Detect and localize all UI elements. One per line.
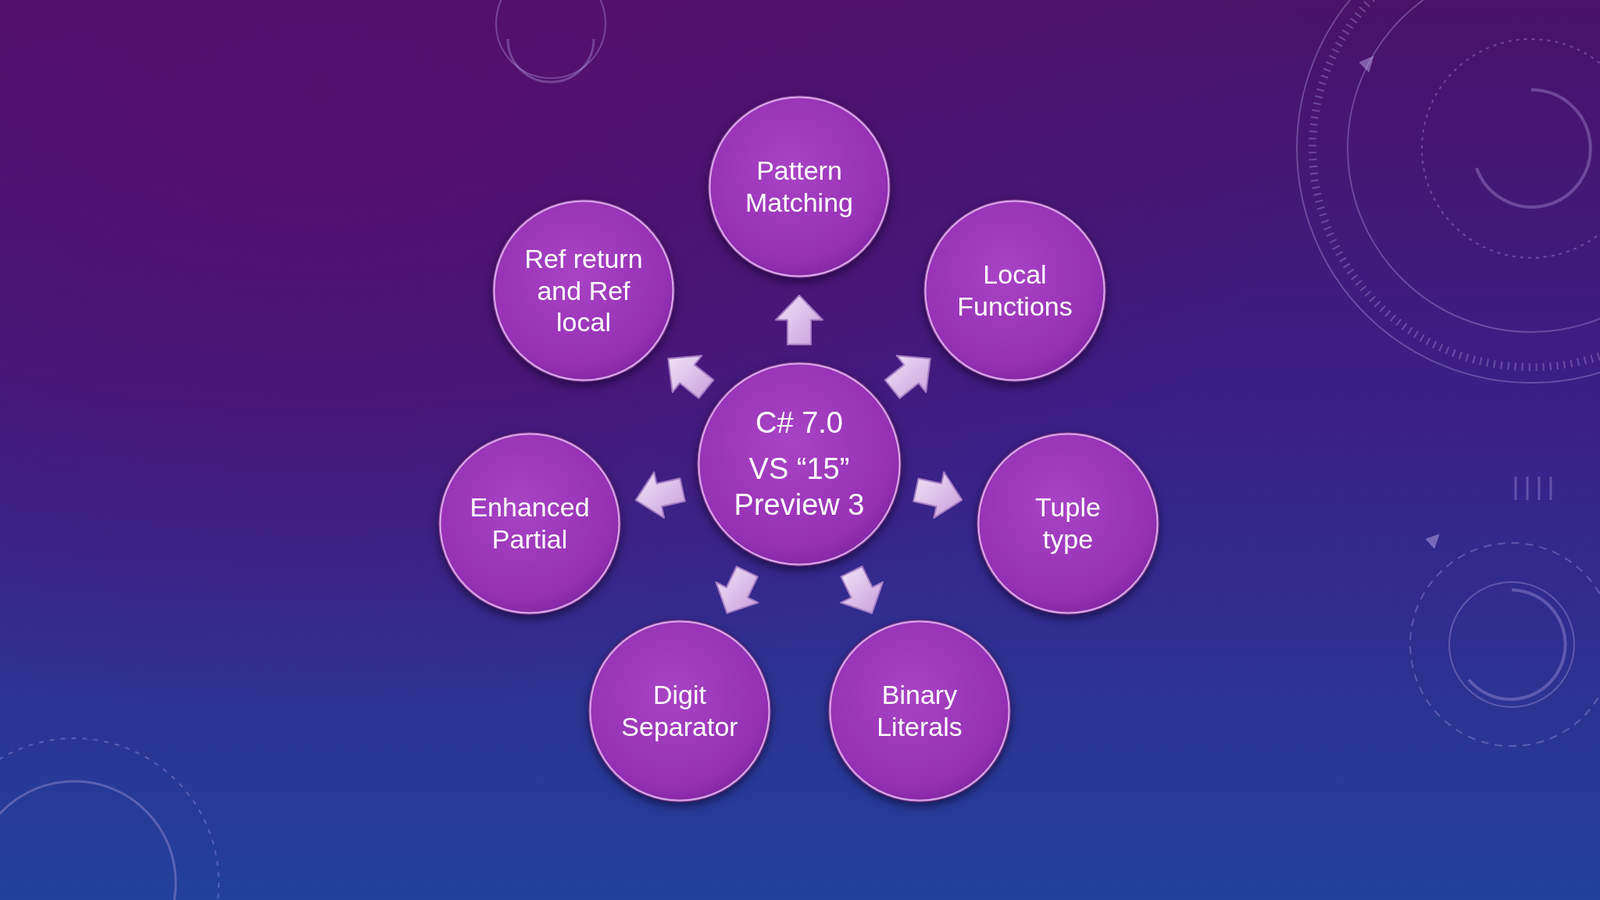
circle-outline: [438, 432, 622, 615]
feature-label: Pattern Matching: [725, 154, 874, 219]
text-group: Binary Literals: [845, 678, 994, 743]
circle-outline: [923, 199, 1107, 383]
feature-label: Local Functions: [940, 258, 1090, 323]
feature-label: Binary Literals: [845, 678, 994, 743]
block-arrow: [913, 471, 962, 518]
text-group: Pattern Matching: [725, 154, 874, 219]
circle-shape: [978, 433, 1158, 614]
text-group: Ref return and Ref local: [511, 242, 657, 339]
block-arrow: [885, 355, 931, 399]
hub-circle: C# 7.0 VS “15” Preview 3: [696, 361, 902, 567]
circle-outline: [588, 619, 772, 803]
feature-label: Digit Separator: [605, 678, 754, 743]
circle-shape: [493, 200, 674, 381]
circle-shape: [829, 621, 1010, 801]
block-arrow: [840, 566, 883, 614]
feature-circle: Ref return and Ref local: [492, 199, 675, 383]
circle-outline: [976, 432, 1160, 615]
feature-label: Ref return and Ref local: [511, 242, 657, 339]
hub-label: C# 7.0: [755, 405, 843, 442]
circle-rim: [828, 620, 1011, 803]
block-arrow: [715, 566, 758, 614]
circle-shape: [698, 363, 900, 565]
feature-circle: Digit Separator: [588, 619, 772, 803]
text-group: Local Functions: [940, 258, 1090, 323]
circle-rim: [439, 432, 622, 615]
feature-circle: Local Functions: [923, 199, 1107, 383]
circle-rim: [697, 362, 902, 567]
circle-shape: [439, 433, 620, 614]
feature-label: Tuple type: [1025, 491, 1111, 556]
circle-shape: [589, 621, 770, 801]
text-group: C# 7.0 VS “15” Preview 3: [713, 405, 886, 524]
arrow-shape: [715, 566, 758, 614]
feature-circle: Binary Literals: [828, 619, 1011, 803]
arrow-shape: [667, 355, 714, 399]
circle-rim: [977, 432, 1160, 615]
feature-circle: Enhanced Partial: [438, 432, 622, 615]
arrow-shape: [885, 355, 931, 399]
text-group: Enhanced Partial: [455, 491, 604, 556]
arrow-shape: [635, 471, 686, 518]
feature-circle: Pattern Matching: [707, 95, 891, 279]
arrow-shape: [913, 471, 962, 518]
circle-shape: [709, 96, 890, 277]
arrow-shape: [775, 295, 823, 345]
hub-label: VS “15” Preview 3: [713, 451, 886, 523]
arrow-shape: [840, 566, 883, 614]
block-arrow: [667, 355, 714, 399]
block-arrow: [635, 471, 686, 518]
feature-label: Enhanced Partial: [455, 491, 604, 556]
feature-circle: Tuple type: [976, 432, 1160, 615]
block-arrow: [775, 295, 823, 345]
circle-outline: [828, 619, 1011, 803]
circle-rim: [589, 620, 772, 803]
circle-rim: [492, 200, 675, 383]
circle-rim: [924, 200, 1107, 383]
text-group: Digit Separator: [605, 678, 754, 743]
text-group: Tuple type: [1025, 491, 1111, 556]
circle-outline: [707, 95, 891, 279]
circle-shape: [925, 200, 1105, 381]
circle-rim: [708, 96, 891, 279]
